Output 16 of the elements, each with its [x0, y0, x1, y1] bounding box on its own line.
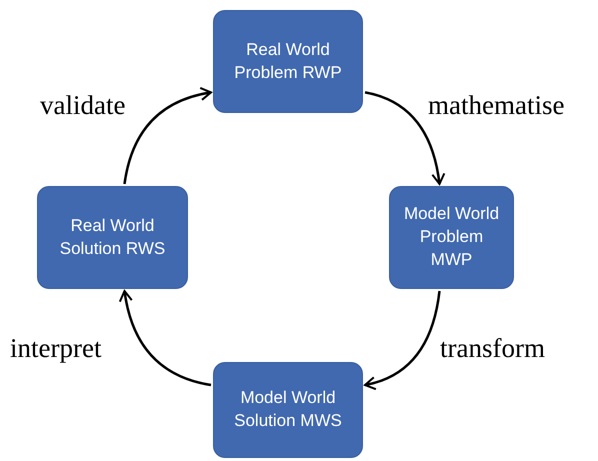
process-box — [37, 186, 188, 289]
curved-arrow — [123, 87, 212, 184]
box-label: Real World Solution RWS — [58, 214, 166, 260]
box-label: Real World Problem RWP — [233, 38, 343, 84]
curved-arrow — [119, 290, 212, 386]
edge-label: mathematise — [428, 92, 564, 119]
process-box — [213, 362, 363, 458]
box-label: Model World Solution MWS — [233, 387, 343, 432]
edge-label: validate — [40, 92, 126, 119]
edge-label: transform — [440, 335, 545, 362]
process-box — [389, 186, 514, 289]
process-box — [213, 10, 363, 113]
curved-arrow — [364, 290, 441, 390]
curved-arrow — [364, 91, 445, 185]
edge-label: interpret — [10, 335, 102, 362]
box-label: Model World Problem MWP — [402, 203, 500, 271]
